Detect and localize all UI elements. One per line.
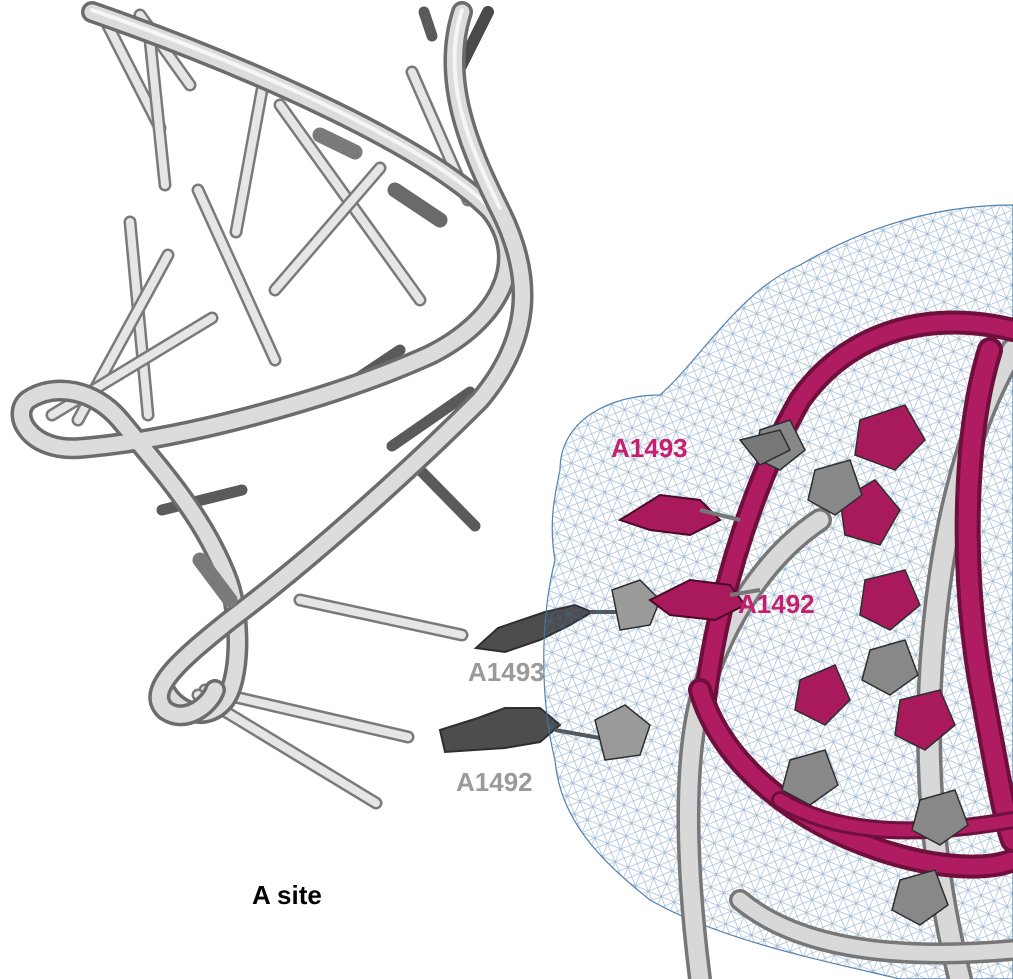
bound-a1492-label: A1492 bbox=[738, 589, 815, 620]
a-site-label: A site bbox=[252, 880, 322, 911]
free-a1493-label: A1493 bbox=[468, 657, 545, 688]
bound-a1493-label: A1493 bbox=[611, 433, 688, 464]
free-a1492-label: A1492 bbox=[456, 767, 533, 798]
